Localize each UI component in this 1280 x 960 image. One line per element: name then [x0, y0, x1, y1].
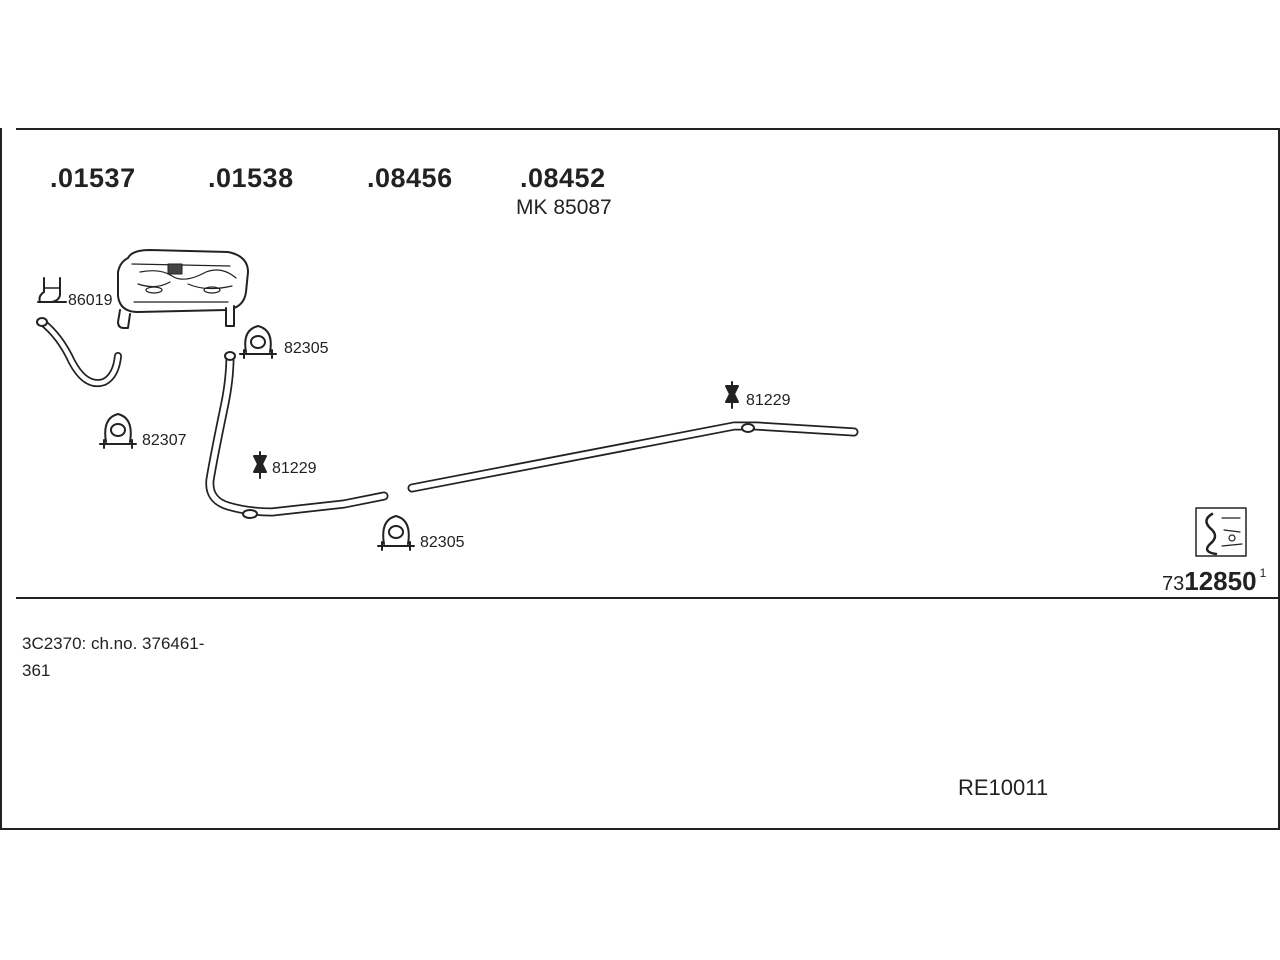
clamp-icon [377, 515, 415, 551]
hanger-icon [37, 277, 67, 303]
rubber-mount-icon [253, 451, 267, 479]
muffler-icon [117, 249, 249, 329]
note-line-2: 361 [22, 661, 51, 680]
catalog-number-prefix: 73 [1162, 573, 1185, 595]
header-code-2: .01538 [208, 163, 294, 193]
label-clamp-82305-top: 82305 [284, 340, 329, 357]
mounting-kit-icon [1195, 507, 1247, 557]
middle-pipe-icon [205, 351, 389, 519]
header-code-4: .08452 [520, 163, 606, 193]
top-rule [16, 128, 1278, 130]
note-line-1: 3C2370: ch.no. 376461- [22, 634, 205, 653]
set-id: RE10011 [958, 775, 1049, 800]
front-pipe-icon [36, 317, 122, 387]
label-clamp-82307: 82307 [142, 432, 187, 449]
clamp-icon [99, 413, 137, 449]
tail-pipe-icon [407, 421, 859, 493]
header-subcode: MK 85087 [516, 196, 612, 219]
label-mount-81229-right: 81229 [746, 392, 791, 409]
header-code-1: .01537 [50, 163, 136, 193]
header-code-3: .08456 [367, 163, 453, 193]
diagram-frame [0, 128, 1280, 830]
clamp-icon [239, 325, 277, 359]
catalog-number-suffix: 1 [1259, 566, 1267, 580]
middle-rule [16, 597, 1278, 599]
label-mount-81229-mid: 81229 [272, 460, 317, 477]
label-hanger-86019: 86019 [68, 292, 113, 309]
catalog-number-main: 12850 [1184, 566, 1257, 596]
label-clamp-82305-bottom: 82305 [420, 534, 465, 551]
rubber-mount-icon [725, 381, 739, 409]
